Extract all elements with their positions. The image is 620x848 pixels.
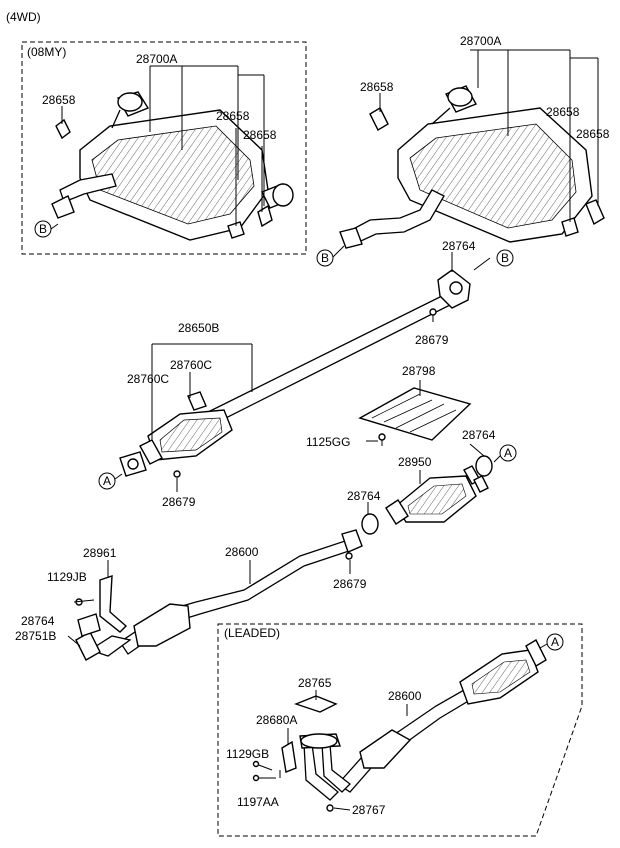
part-number-28658: 28658	[42, 93, 76, 107]
leader-line	[50, 223, 59, 230]
group-box-leaded	[217, 623, 583, 837]
svg-text:B: B	[321, 251, 329, 265]
svg-text:B: B	[39, 222, 47, 236]
callout-b: B	[34, 220, 52, 238]
part-number-28764: 28764	[442, 239, 476, 253]
part-number-28961: 28961	[83, 546, 117, 560]
leader-line	[114, 473, 123, 480]
front-pipe-leaded	[252, 639, 547, 812]
part-number-28700a: 28700A	[460, 34, 501, 48]
part-number-1129gb: 1129GB	[226, 747, 269, 761]
svg-text:A: A	[551, 635, 559, 649]
rear-muffler	[339, 85, 605, 249]
part-number-1125gg: 1125GG	[306, 435, 350, 449]
part-number-28679: 28679	[162, 495, 196, 509]
part-number-28700a: 28700A	[136, 52, 177, 66]
leader-line	[493, 455, 501, 463]
part-number-28760c: 28760C	[170, 358, 212, 372]
part-number-28751b: 28751B	[15, 629, 56, 643]
part-number-1129jb: 1129JB	[47, 570, 87, 584]
part-number-28950: 28950	[398, 455, 432, 469]
part-number-28679: 28679	[415, 333, 449, 347]
leader-line	[333, 807, 351, 811]
part-number-28680a: 28680A	[256, 713, 297, 727]
callout-b: B	[496, 249, 514, 267]
callout-b: B	[316, 249, 334, 267]
part-number-28764: 28764	[21, 614, 55, 628]
variant-title: (4WD)	[6, 10, 41, 24]
group-label-leaded: (LEADED)	[224, 626, 280, 640]
center-pipe	[119, 269, 471, 478]
leader-line	[469, 443, 485, 457]
nut-icon	[429, 308, 437, 316]
part-number-28658: 28658	[243, 128, 277, 142]
callout-a: A	[499, 444, 517, 462]
part-number-28764: 28764	[347, 489, 381, 503]
callout-a: A	[98, 472, 116, 490]
callout-a: A	[546, 633, 564, 651]
leader-line	[473, 257, 491, 271]
leader-line	[67, 635, 81, 647]
part-number-28658: 28658	[546, 105, 580, 119]
heat-shield	[358, 387, 472, 446]
svg-text:A: A	[103, 474, 111, 488]
part-number-28767: 28767	[352, 803, 386, 817]
group-label-08my: (08MY)	[27, 45, 66, 59]
front-pipe	[73, 529, 363, 661]
part-number-28658: 28658	[216, 109, 250, 123]
part-number-28760c: 28760C	[127, 372, 169, 386]
part-number-28798: 28798	[402, 364, 436, 378]
catalytic-converter	[361, 455, 493, 535]
part-number-28679: 28679	[333, 577, 367, 591]
svg-text:B: B	[501, 251, 509, 265]
part-number-28650b: 28650B	[178, 321, 219, 335]
part-number-28658: 28658	[576, 127, 610, 141]
svg-text:A: A	[504, 446, 512, 460]
leader-line	[332, 245, 345, 258]
part-number-28600: 28600	[225, 545, 259, 559]
part-number-28658: 28658	[360, 80, 394, 94]
part-number-28764: 28764	[462, 428, 496, 442]
part-number-28765: 28765	[298, 676, 332, 690]
part-number-28600: 28600	[388, 689, 422, 703]
rear-muffler-08my	[51, 91, 294, 241]
leader-line	[539, 643, 548, 649]
part-number-1197aa: 1197AA	[237, 795, 279, 809]
